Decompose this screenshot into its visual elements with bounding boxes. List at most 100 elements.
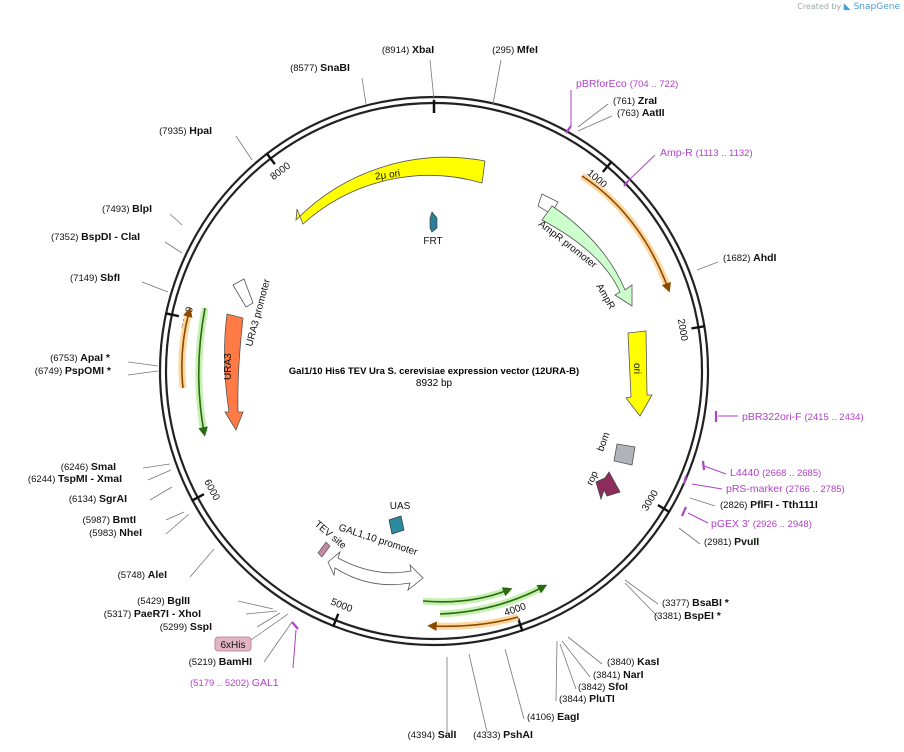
uas-feature[interactable]	[388, 515, 405, 535]
restriction-site[interactable]: (6753) ApaI *	[50, 352, 111, 364]
gal-promoter-feature[interactable]	[327, 550, 424, 592]
site-name: BamHI	[219, 656, 252, 668]
ura3-feature[interactable]	[224, 313, 244, 431]
restriction-site[interactable]: (761) ZraI	[613, 95, 657, 107]
gal-promoter-label: GAL1,10 promoter	[337, 522, 419, 558]
two-micron-ori-feature[interactable]	[295, 156, 486, 225]
site-position: (2981)	[704, 537, 734, 548]
restriction-site[interactable]: (2981) PvuII	[704, 536, 759, 548]
site-position: (3840)	[607, 657, 637, 668]
site-position: (3381)	[654, 611, 684, 622]
site-connector	[127, 361, 159, 367]
restriction-site[interactable]: (5987) BmtI	[83, 514, 137, 526]
restriction-site[interactable]: (7935) HpaI	[159, 125, 212, 137]
restriction-site[interactable]: (295) MfeI	[492, 44, 538, 56]
tev-site-feature[interactable]	[317, 541, 331, 558]
site-name: SgrAI	[99, 493, 127, 505]
site-connector	[141, 281, 169, 293]
bottom-green-orf2[interactable]	[439, 584, 548, 615]
plasmid-name: Gal1/10 His6 TEV Ura S. cerevisiae expre…	[289, 366, 579, 377]
site-position: (295)	[492, 45, 517, 56]
restriction-site[interactable]: (763) AatII	[617, 107, 665, 119]
site-connector	[555, 640, 558, 702]
site-position: (4106)	[527, 712, 557, 723]
site-position: (3841)	[593, 670, 623, 681]
restriction-site[interactable]: (4394) SalI	[408, 729, 457, 741]
primer[interactable]: pRS-marker (2766 .. 2785)	[726, 483, 845, 495]
site-name: HpaI	[189, 125, 212, 137]
primer-connector	[292, 629, 297, 669]
rop-feature[interactable]	[595, 471, 621, 501]
site-position: (2826)	[720, 500, 750, 511]
restriction-site[interactable]: (3840) KasI	[607, 656, 659, 668]
site-position: (7935)	[159, 126, 189, 137]
ura3-promoter-feature[interactable]	[232, 278, 254, 308]
restriction-site[interactable]: (3381) BspEI *	[654, 610, 722, 622]
bom-label: bom	[595, 431, 612, 453]
site-position: (6753)	[50, 353, 80, 364]
ori-feature[interactable]	[625, 330, 653, 417]
bom-feature[interactable]	[613, 443, 636, 466]
primer[interactable]: pGEX 3' (2926 .. 2948)	[711, 518, 812, 530]
primer-name: L4440	[730, 467, 762, 479]
left-orange-orf[interactable]	[181, 307, 193, 389]
primer-range: (2766 .. 2785)	[786, 484, 845, 495]
frt-label: FRT	[423, 236, 442, 247]
left-green-orf[interactable]	[197, 307, 208, 437]
site-connector	[696, 261, 719, 271]
restriction-site[interactable]: (5219) BamHI	[189, 656, 252, 668]
site-name: TspMI - XmaI	[58, 473, 122, 485]
ampr-orf[interactable]	[581, 175, 671, 293]
restriction-site[interactable]: (8577) SnaBI	[290, 62, 350, 74]
restriction-site[interactable]: (3842) SfoI	[578, 681, 628, 693]
restriction-site[interactable]: (6246) SmaI	[61, 461, 116, 473]
site-position: (6134)	[69, 494, 99, 505]
restriction-site[interactable]: (7493) BlpI	[102, 203, 152, 215]
scale-tick-1000	[601, 160, 613, 173]
site-name: BspEI *	[684, 610, 722, 622]
restriction-site[interactable]: (7149) SbfI	[70, 272, 120, 284]
his-tag-box[interactable]	[214, 636, 252, 652]
bottom-orange-orf[interactable]	[427, 616, 519, 632]
site-connector	[165, 513, 190, 535]
restriction-site[interactable]: (6134) SgrAI	[69, 493, 127, 505]
primer[interactable]: pBRforEco (704 .. 722)	[576, 78, 678, 90]
primer[interactable]: Amp-R (1113 .. 1132)	[660, 147, 753, 159]
site-connector	[127, 370, 159, 376]
restriction-site[interactable]: (5317) PaeR7I - XhoI	[104, 608, 201, 620]
restriction-site[interactable]: (3841) NarI	[593, 669, 644, 681]
restriction-site[interactable]: (3844) PluTI	[559, 693, 615, 705]
restriction-site[interactable]: (5299) SspI	[160, 621, 212, 633]
scale-tick-5000	[331, 613, 340, 628]
site-name: PshAI	[503, 729, 533, 741]
restriction-site[interactable]: (5983) NheI	[89, 527, 142, 539]
frt-feature[interactable]	[429, 211, 438, 233]
restriction-site[interactable]: (5748) AleI	[118, 569, 167, 581]
uas-label: UAS	[390, 501, 411, 512]
primer[interactable]: L4440 (2668 .. 2685)	[730, 467, 821, 479]
site-position: (7149)	[70, 273, 100, 284]
restriction-site[interactable]: (1682) AhdI	[723, 252, 777, 264]
primer[interactable]: (5179 .. 5202) GAL1	[190, 677, 279, 689]
created-by-label: Created by	[797, 2, 842, 11]
site-position: (5748)	[118, 570, 148, 581]
site-connector	[263, 621, 293, 663]
primer-mark	[623, 180, 629, 187]
primer-mark	[682, 475, 688, 485]
ampr-feature[interactable]	[541, 205, 633, 307]
restriction-site[interactable]: (6244) TspMI - XmaI	[28, 473, 122, 485]
site-name: AhdI	[753, 252, 776, 264]
bottom-green-orf1[interactable]	[422, 587, 513, 603]
restriction-site[interactable]: (8914) XbaI	[382, 44, 434, 56]
site-name: PvuII	[734, 536, 759, 548]
restriction-site[interactable]: (3377) BsaBI *	[662, 597, 730, 609]
site-position: (3377)	[662, 598, 692, 609]
restriction-site[interactable]: (5429) BglII	[137, 595, 190, 607]
scale-tick-8000	[265, 152, 276, 165]
restriction-site[interactable]: (4106) EagI	[527, 711, 579, 723]
restriction-site[interactable]: (6749) PspOMI *	[35, 365, 112, 377]
restriction-site[interactable]: (2826) PflFI - Tth111I	[720, 499, 818, 511]
restriction-site[interactable]: (4333) PshAI	[473, 729, 533, 741]
primer[interactable]: pBR322ori-F (2415 .. 2434)	[742, 411, 864, 423]
restriction-site[interactable]: (7352) BspDI - ClaI	[51, 231, 140, 243]
